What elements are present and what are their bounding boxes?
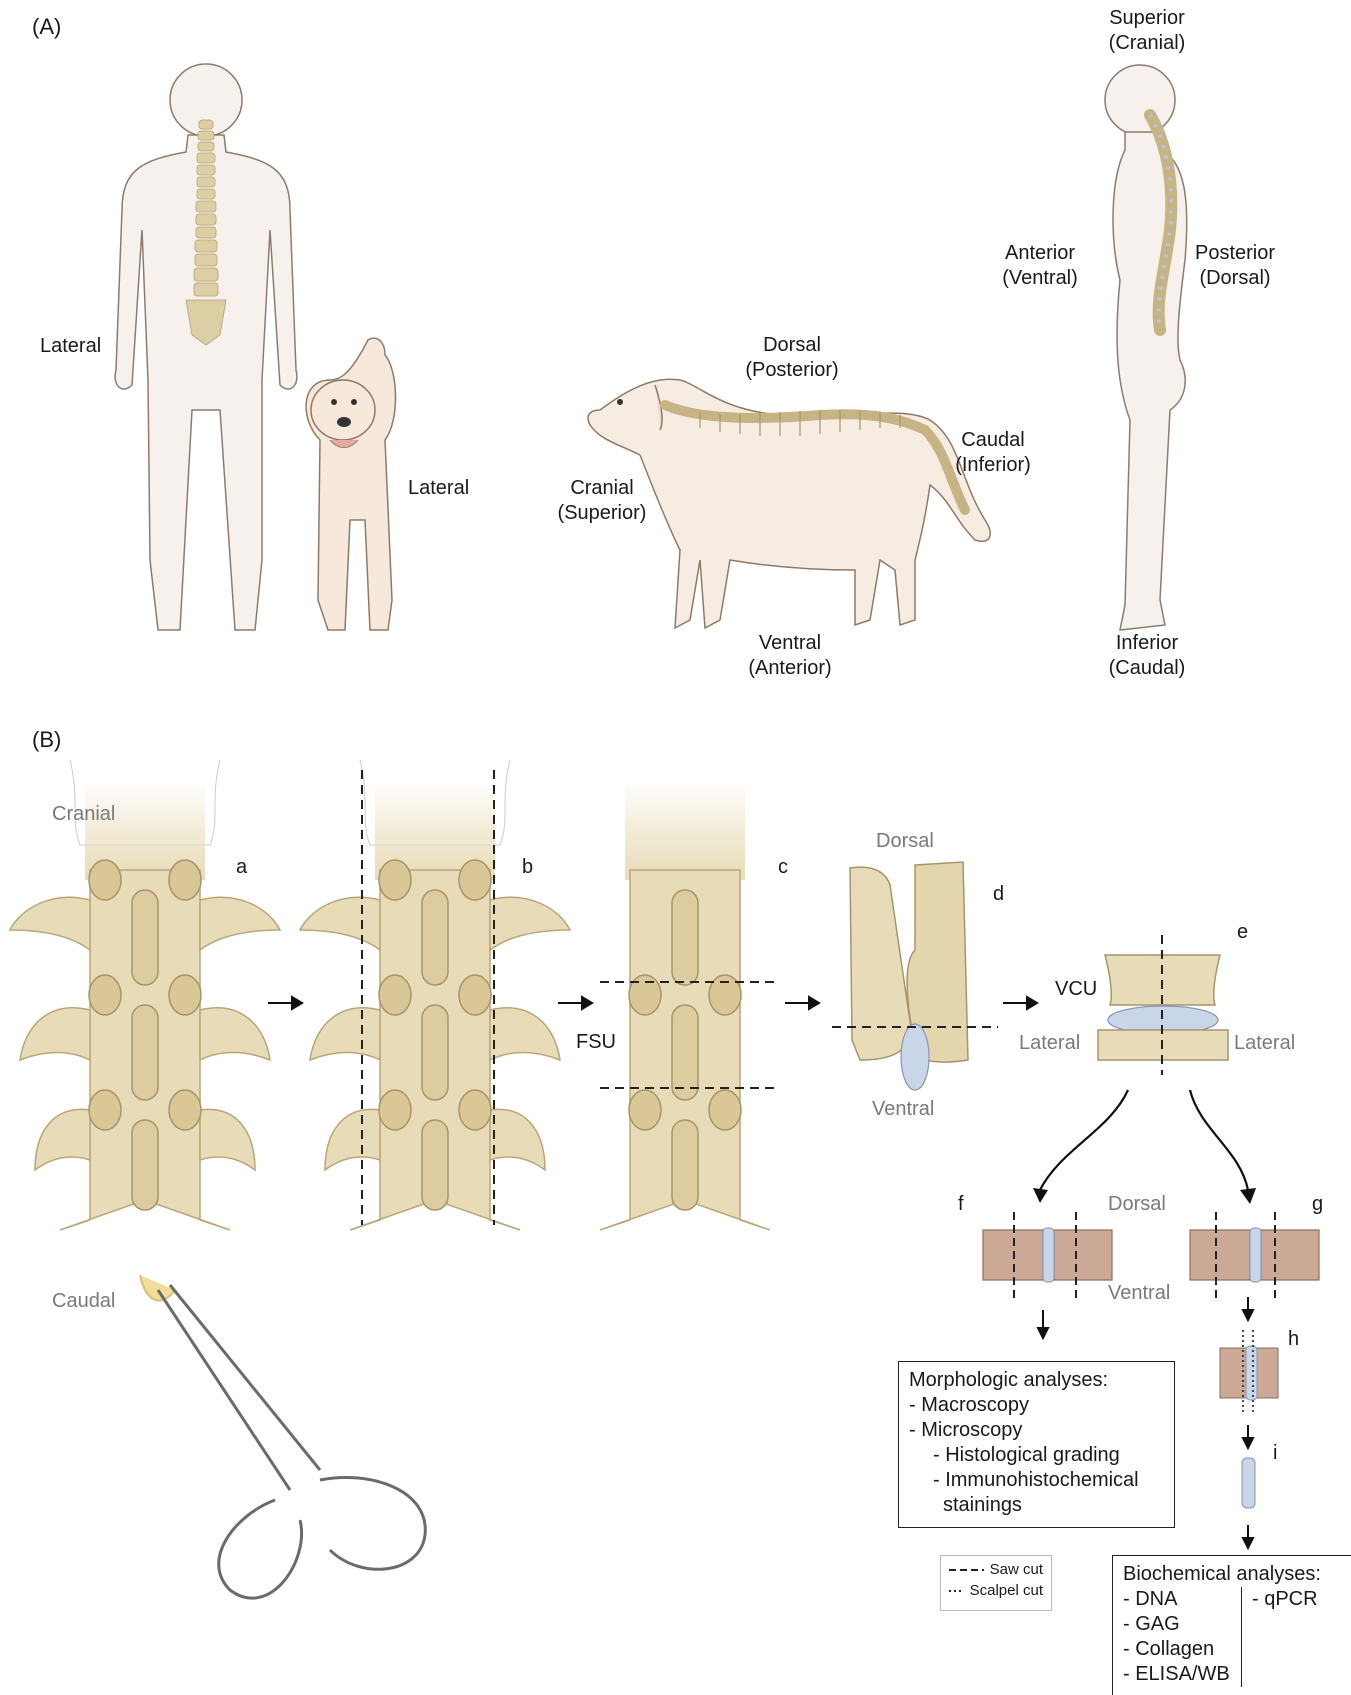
d-dorsal-label: Dorsal [876,829,934,853]
fg-dorsal-label: Dorsal [1108,1192,1166,1216]
bio-item: - Collagen [1123,1637,1241,1662]
caudal-label: Caudal [52,1289,115,1313]
human-dorsal-label: (Dorsal) [1185,266,1285,290]
step-e-label: e [1237,920,1248,944]
e-lateral-left-label: Lateral [1019,1031,1080,1055]
dog-ventral-label: Ventral [740,631,840,655]
vcu-label: VCU [1055,977,1097,1001]
human-lateral-label: Lateral [40,334,101,358]
bio-title: Biochemical analyses: [1123,1562,1341,1587]
morphologic-analyses-box: Morphologic analyses: - Macroscopy - Mic… [898,1361,1175,1528]
step-b-label: b [522,855,533,879]
dog-posterior-label: (Posterior) [737,358,847,382]
sample-f [983,1212,1112,1300]
panel-b-tag: (B) [32,727,61,753]
human-front-figure [115,64,297,630]
bio-item: - DNA [1123,1587,1241,1612]
spine-b [300,760,570,1230]
scalpel-cut-swatch [949,1588,964,1594]
dog-caudal-label: Caudal [943,428,1043,452]
dog-superior-label: (Superior) [552,501,652,525]
d-ventral-label: Ventral [872,1097,934,1121]
cranial-label: Cranial [52,802,115,826]
dog-lateral-label: Lateral [408,476,469,500]
vcu-view [1098,935,1228,1075]
panel-a-tag: (A) [32,14,61,40]
dog-inferior-label: (Inferior) [943,453,1043,477]
step-c-label: c [778,855,788,879]
human-side-figure [1105,65,1187,630]
human-superior-label: Superior [1097,6,1197,30]
step-h-label: h [1288,1327,1299,1351]
human-ventral-label: (Ventral) [990,266,1090,290]
fsu-side-view [832,862,998,1090]
bio-item: - ELISA/WB [1123,1662,1241,1687]
saw-cut-swatch [949,1567,984,1573]
spine-c [600,780,770,1230]
bio-item: - qPCR [1252,1587,1318,1612]
fsu-label: FSU [576,1030,616,1054]
e-lateral-right-label: Lateral [1234,1031,1295,1055]
morph-subitem: - Immunohistochemical [909,1468,1164,1493]
biochemical-analyses-box: Biochemical analyses: - DNA - GAG - Coll… [1112,1555,1351,1695]
dog-front-figure [306,338,395,630]
bio-item: - GAG [1123,1612,1241,1637]
spine-a [10,760,280,1230]
dog-anterior-label: (Anterior) [735,656,845,680]
human-caudal-label: (Caudal) [1097,656,1197,680]
human-posterior-label: Posterior [1185,241,1285,265]
step-g-label: g [1312,1192,1323,1216]
step-a-label: a [236,855,247,879]
morph-item: - Microscopy [909,1418,1164,1443]
fg-ventral-label: Ventral [1108,1281,1170,1305]
sample-i [1242,1458,1255,1508]
scalpel-cut-label: Scalpel cut [970,1580,1043,1601]
sample-g [1190,1212,1319,1300]
forceps-illustration [140,1275,425,1598]
morph-item: - Macroscopy [909,1393,1164,1418]
branch-arrows [1040,1090,1248,1190]
human-anterior-label: Anterior [990,241,1090,265]
step-f-label: f [958,1192,964,1216]
morph-subitem: - Histological grading [909,1443,1164,1468]
cut-legend: Saw cut Scalpel cut [940,1555,1052,1611]
dog-cranial-label: Cranial [552,476,652,500]
sample-h [1220,1330,1278,1415]
step-d-label: d [993,882,1004,906]
morph-subitem: stainings [909,1493,1164,1518]
saw-cut-label: Saw cut [990,1559,1043,1580]
human-inferior-label: Inferior [1097,631,1197,655]
human-cranial-label: (Cranial) [1097,31,1197,55]
morph-title: Morphologic analyses: [909,1368,1164,1393]
dog-dorsal-label: Dorsal [742,333,842,357]
step-i-label: i [1273,1441,1277,1465]
